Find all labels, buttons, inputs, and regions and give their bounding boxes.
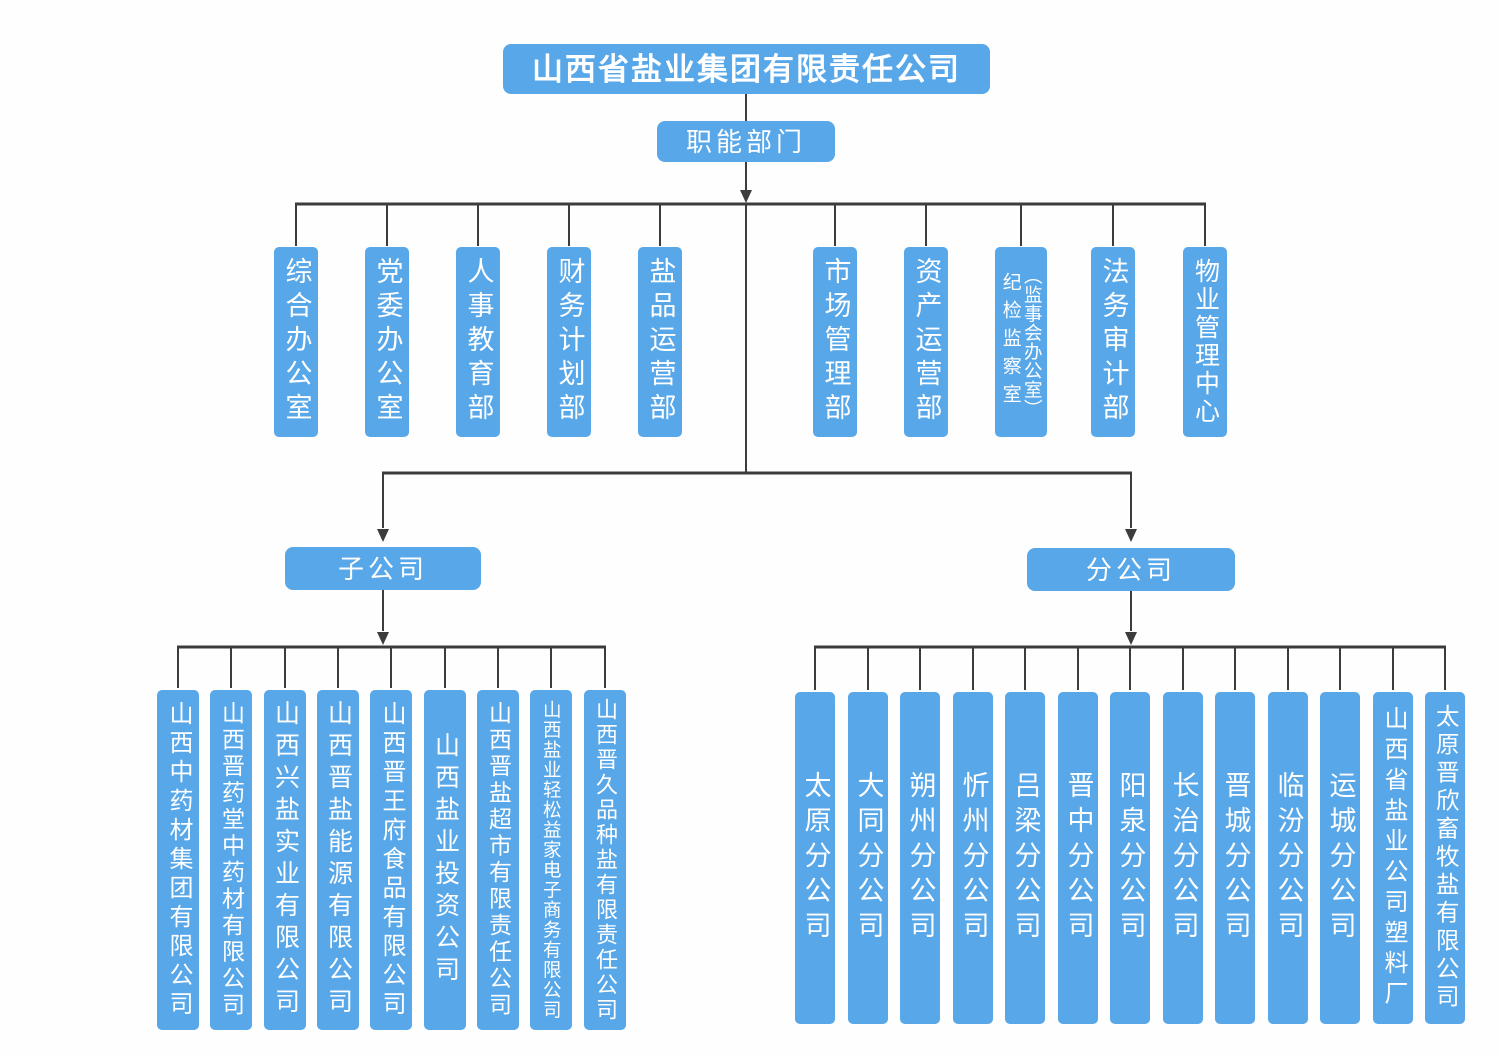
subsidiary-box: 山西晋王府食品有限公司 bbox=[370, 690, 412, 1030]
arrow-down-icon bbox=[377, 632, 389, 645]
subsidiaries-box: 子公司 bbox=[285, 547, 481, 590]
branch-box: 阳泉分公司 bbox=[1110, 692, 1150, 1024]
subsidiary-box: 山西盐业轻松益家电子商务有限公司 bbox=[530, 690, 572, 1030]
dept-salt-operations: 盐品运营部 bbox=[638, 247, 682, 437]
branch-label: 太原分公司 bbox=[800, 770, 831, 946]
subsidiaries-label: 子公司 bbox=[337, 553, 428, 584]
branch-box: 太原晋欣畜牧盐有限公司 bbox=[1425, 692, 1465, 1024]
branches-box: 分公司 bbox=[1027, 548, 1235, 591]
subsidiary-box: 山西晋久品种盐有限责任公司 bbox=[584, 690, 626, 1030]
dept-label: 市场管理部 bbox=[820, 257, 851, 427]
company-title-box: 山西省盐业集团有限责任公司 bbox=[503, 44, 990, 94]
arrow-down-icon bbox=[1125, 529, 1137, 542]
subsidiary-box: 山西晋盐能源有限公司 bbox=[317, 690, 359, 1030]
subsidiary-box: 山西盐业投资公司 bbox=[424, 690, 466, 1030]
branch-label: 山西省盐业公司塑料厂 bbox=[1380, 705, 1407, 1011]
dept-finance-planning: 财务计划部 bbox=[547, 247, 591, 437]
branch-label: 临汾分公司 bbox=[1273, 770, 1304, 946]
subsidiary-box: 山西兴盐实业有限公司 bbox=[264, 690, 306, 1030]
subsidiary-label: 山西兴盐实业有限公司 bbox=[271, 700, 300, 1020]
subsidiary-box: 山西中药材集团有限公司 bbox=[157, 690, 199, 1030]
branch-box: 朔州分公司 bbox=[900, 692, 940, 1024]
branch-box: 太原分公司 bbox=[795, 692, 835, 1024]
branches-label: 分公司 bbox=[1085, 554, 1176, 585]
branch-box: 运城分公司 bbox=[1320, 692, 1360, 1024]
branch-box: 吕梁分公司 bbox=[1005, 692, 1045, 1024]
dept-label: 资产运营部 bbox=[911, 257, 942, 427]
dept-label: 纪检监察室 bbox=[999, 272, 1021, 412]
dept-label-secondary: （监事会办公室） bbox=[1022, 266, 1044, 418]
dept-party-committee-office: 党委办公室 bbox=[365, 247, 409, 437]
dept-label: 盐品运营部 bbox=[645, 257, 676, 427]
dept-market-management: 市场管理部 bbox=[813, 247, 857, 437]
subsidiary-label: 山西盐业轻松益家电子商务有限公司 bbox=[541, 700, 563, 1020]
branch-box: 晋中分公司 bbox=[1058, 692, 1098, 1024]
branch-label: 长治分公司 bbox=[1168, 770, 1199, 946]
dept-label: 物业管理中心 bbox=[1191, 258, 1220, 426]
company-title: 山西省盐业集团有限责任公司 bbox=[532, 51, 961, 87]
dept-property-management: 物业管理中心 bbox=[1183, 247, 1227, 437]
branch-label: 阳泉分公司 bbox=[1115, 770, 1146, 946]
subsidiary-label: 山西晋盐能源有限公司 bbox=[324, 700, 353, 1020]
dept-legal-audit: 法务审计部 bbox=[1091, 247, 1135, 437]
branch-label: 忻州分公司 bbox=[958, 770, 989, 946]
functional-departments-box: 职能部门 bbox=[657, 121, 835, 162]
arrow-down-icon bbox=[740, 190, 752, 203]
dept-label: 财务计划部 bbox=[554, 257, 585, 427]
subsidiary-label: 山西中药材集团有限公司 bbox=[165, 700, 192, 1020]
arrow-down-icon bbox=[377, 529, 389, 542]
arrow-down-icon bbox=[1125, 632, 1137, 645]
dept-hr-education: 人事教育部 bbox=[456, 247, 500, 437]
branch-label: 朔州分公司 bbox=[905, 770, 936, 946]
dept-label: 法务审计部 bbox=[1098, 257, 1129, 427]
subsidiary-box: 山西晋盐超市有限责任公司 bbox=[477, 690, 519, 1030]
branch-box: 大同分公司 bbox=[848, 692, 888, 1024]
branch-label: 运城分公司 bbox=[1325, 770, 1356, 946]
branch-box: 忻州分公司 bbox=[953, 692, 993, 1024]
branch-label: 大同分公司 bbox=[853, 770, 884, 946]
subsidiary-label: 山西盐业投资公司 bbox=[431, 732, 460, 988]
dept-general-office: 综合办公室 bbox=[274, 247, 318, 437]
subsidiary-label: 山西晋药堂中药材有限公司 bbox=[218, 701, 245, 1019]
branch-label: 太原晋欣畜牧盐有限公司 bbox=[1432, 704, 1459, 1012]
dept-label: 党委办公室 bbox=[372, 257, 403, 427]
subsidiary-label: 山西晋久品种盐有限责任公司 bbox=[593, 697, 618, 1023]
branch-box: 山西省盐业公司塑料厂 bbox=[1373, 692, 1413, 1024]
dept-label: 人事教育部 bbox=[463, 257, 494, 427]
dept-label: 综合办公室 bbox=[281, 257, 312, 427]
subsidiary-box: 山西晋药堂中药材有限公司 bbox=[210, 690, 252, 1030]
branch-box: 长治分公司 bbox=[1163, 692, 1203, 1024]
branch-box: 晋城分公司 bbox=[1215, 692, 1255, 1024]
branch-label: 晋城分公司 bbox=[1220, 770, 1251, 946]
branch-label: 晋中分公司 bbox=[1063, 770, 1094, 946]
subsidiary-label: 山西晋王府食品有限公司 bbox=[378, 700, 405, 1020]
branch-box: 临汾分公司 bbox=[1268, 692, 1308, 1024]
subsidiary-label: 山西晋盐超市有限责任公司 bbox=[485, 701, 512, 1019]
branch-label: 吕梁分公司 bbox=[1010, 770, 1041, 946]
functional-departments-label: 职能部门 bbox=[685, 126, 806, 157]
dept-asset-operations: 资产运营部 bbox=[904, 247, 948, 437]
dept-discipline-inspection: 纪检监察室 （监事会办公室） bbox=[995, 247, 1047, 437]
